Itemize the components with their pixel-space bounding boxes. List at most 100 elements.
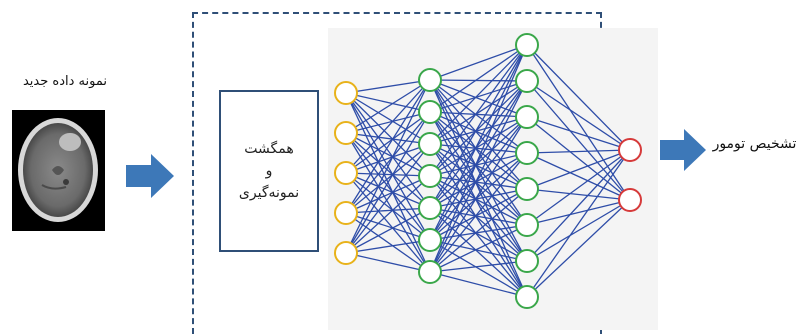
network-node [515,105,539,129]
network-edge [429,79,528,262]
network-edge [526,199,631,262]
network-edge [429,152,528,273]
network-edge [526,149,631,154]
network-edge [429,239,528,298]
process-line-2: و [265,163,273,179]
network-edge [345,132,431,145]
network-edge [345,172,431,241]
network-edges [345,44,631,298]
network-edge [429,152,528,177]
network-edge [526,116,631,201]
network-edge [345,111,431,214]
network-node [618,138,642,162]
network-edge [429,143,528,154]
network-edge [429,207,528,226]
network-edge [429,44,528,241]
network-edge [429,79,528,82]
network-edge [429,80,528,209]
network-node [418,228,442,252]
network-node [515,213,539,237]
network-edge [429,79,528,118]
network-edge [429,175,528,262]
network-edge [429,111,528,298]
network-node [334,201,358,225]
network-edge [429,79,528,298]
network-edge [345,212,431,241]
network-edge [429,260,528,273]
network-edge [345,252,431,273]
network-edge [526,44,631,151]
network-edge [429,44,528,81]
network-edge [429,80,528,145]
network-edge [345,111,431,134]
network-edge [429,143,528,190]
network-edge [429,271,528,298]
output-arrow-icon [660,129,706,171]
network-node [418,68,442,92]
network-edge [429,80,528,241]
network-edge [429,80,528,113]
network-node [618,188,642,212]
network-edge [429,224,528,273]
network-nodes [334,33,642,309]
network-edge [345,111,431,174]
network-edge [429,116,528,145]
network-edge [345,132,431,241]
tumor-detection-label: تشخیص تومور [712,136,797,152]
network-edge [345,79,431,134]
network-edge [345,143,431,214]
network-edge [345,143,431,174]
network-node [418,164,442,188]
network-edge [429,111,528,190]
network-edge [429,44,528,113]
network-edge [526,199,631,298]
network-node [515,285,539,309]
network-edge [429,143,528,226]
network-node [515,33,539,57]
process-line-1: همگشت [244,141,294,157]
network-node [418,132,442,156]
network-edge [429,152,528,241]
network-edge [429,207,528,262]
network-edge [429,175,528,298]
network-edge [526,152,631,201]
input-sample-label: نمونه داده جدید [22,74,107,89]
network-node [418,100,442,124]
network-edge [526,80,631,151]
network-edge [345,143,431,254]
convolution-pooling-box: همگشت و نمونه‌گیری [219,90,319,252]
network-edge [345,207,431,214]
network-edge [429,188,528,209]
input-arrow-icon [126,154,174,198]
network-edge [429,111,528,118]
network-node [515,141,539,165]
process-line-3: نمونه‌گیری [238,185,300,201]
network-edge [429,224,528,241]
network-node [334,241,358,265]
network-edge [526,116,631,151]
network-edge [345,132,431,273]
network-edge [429,44,528,273]
network-edge [429,207,528,298]
network-edge [429,143,528,298]
network-node [418,196,442,220]
network-edge [526,188,631,201]
network-edge [429,143,528,262]
network-edge [429,188,528,241]
network-edge [345,207,431,254]
network-edge [429,116,528,209]
network-edge [429,175,528,226]
network-edge [429,188,528,273]
network-edge [429,80,528,177]
network-edge [345,79,431,254]
network-edge [429,116,528,273]
network-edge [429,111,528,154]
network-edge [429,116,528,241]
network-node [334,121,358,145]
network-edge [429,79,528,226]
network-edge [429,239,528,262]
network-node [515,177,539,201]
network-node [418,260,442,284]
network-node [334,81,358,105]
